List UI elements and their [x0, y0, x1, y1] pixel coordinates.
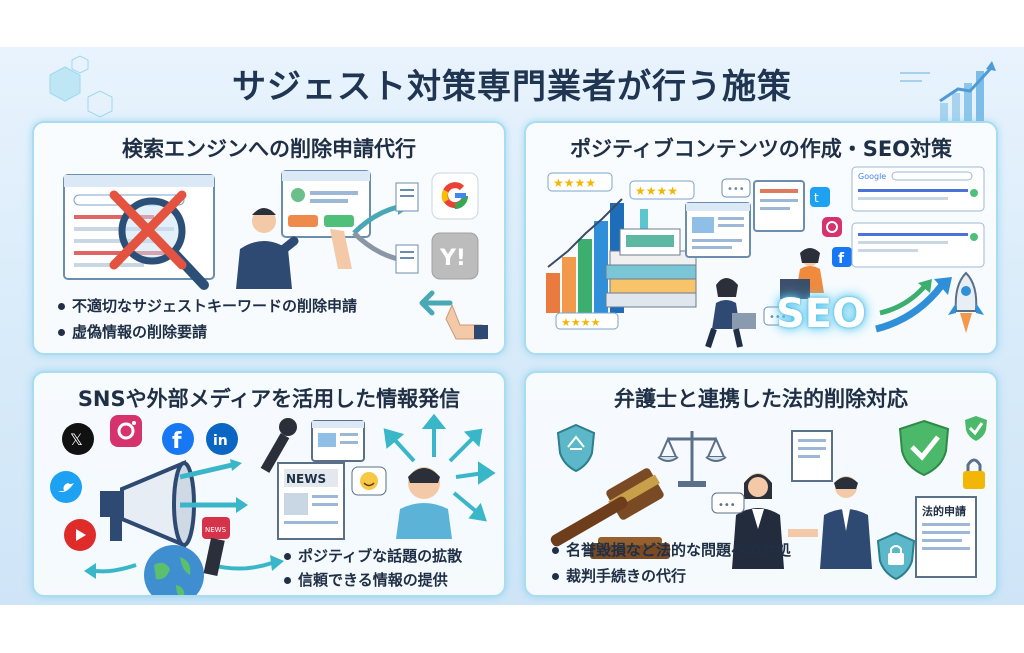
bullet-text: 名誉毀損など法的な問題への対処: [566, 541, 792, 559]
svg-text:Y!: Y!: [439, 246, 466, 271]
lawyers-icon: [732, 473, 872, 569]
linkedin-icon: in: [206, 423, 238, 455]
rocket-icon: [948, 271, 984, 333]
check-shield-icon: [898, 419, 950, 477]
pointing-hand-icon: [419, 290, 488, 340]
panel-title: SNSや外部メディアを活用した情報発信: [77, 387, 461, 411]
bullet-item: 裁判手続きの代行: [552, 565, 686, 586]
panel-legal-removal: 弁護士と連携した法的削除対応: [524, 371, 998, 597]
bullet-text: 裁判手続きの代行: [566, 567, 687, 585]
svg-text:•••: •••: [769, 312, 787, 323]
microphone-icon: NEWS: [202, 517, 230, 576]
svg-text:t: t: [814, 191, 819, 205]
hexagon-decor-icon: [49, 55, 113, 118]
webpage-icon: [753, 180, 805, 232]
bullet-item: 不適切なサジェストキーワードの削除申請: [58, 295, 357, 316]
webpage-icon: [311, 420, 365, 462]
bullet-item: 虚偽情報の削除要請: [58, 321, 207, 342]
lock-icon: [963, 458, 985, 489]
person-laptop-icon: [780, 248, 824, 299]
svg-text:★★★★: ★★★★: [561, 316, 601, 329]
magnifier-icon: [109, 190, 209, 290]
panel-positive-content: ポジティブコンテンツの作成・SEO対策 ★★★★ ★★★★: [524, 121, 998, 355]
facebook-icon: f: [162, 423, 194, 455]
youtube-icon: [64, 519, 96, 551]
seo-text: SEO: [776, 291, 867, 337]
shield-icon: [556, 423, 596, 473]
svg-text:NEWS: NEWS: [205, 526, 227, 534]
svg-text:★★★★: ★★★★: [635, 184, 678, 198]
x-icon: 𝕏: [62, 423, 94, 455]
growth-arrow-icon: [875, 277, 952, 333]
document-icon: [395, 182, 419, 274]
broadcast-arrows-icon: [179, 459, 248, 513]
gavel-icon: [550, 468, 670, 559]
instagram-icon: [822, 217, 842, 237]
bullet-text: 信頼できる情報の提供: [298, 571, 448, 589]
svg-text:f: f: [838, 251, 845, 267]
google-logo-text: Google: [858, 172, 886, 181]
x-icon-label: 𝕏: [70, 430, 83, 449]
microphone-icon: [260, 418, 297, 473]
growth-chart-decor-icon: [900, 61, 996, 123]
page-title: サジェスト対策専門業者が行う施策: [232, 67, 792, 107]
instagram-icon: [110, 415, 142, 447]
bullet-text: 虚偽情報の削除要請: [72, 323, 208, 341]
panel-title: 検索エンジンへの削除申請代行: [122, 137, 416, 161]
svg-text:★★★★: ★★★★: [553, 176, 596, 190]
person-laptop-icon: [705, 278, 756, 348]
twitter-icon: [50, 471, 82, 503]
svg-text:•••: •••: [718, 500, 736, 511]
presenter-icon: [396, 467, 452, 539]
panel-sns-media: SNSや外部メディアを活用した情報発信 𝕏 f in: [32, 371, 506, 597]
bullet-item: 名誉毀損など法的な問題への対処: [552, 539, 791, 560]
legal-document-label: 法的申請: [922, 504, 966, 518]
documents-stack-icon: [605, 228, 697, 308]
panel-removal-request: 検索エンジンへの削除申請代行: [32, 121, 506, 355]
google-serp-icon: Google: [851, 166, 985, 268]
facebook-icon-label: f: [172, 429, 182, 454]
chat-bubble-icon: •••: [763, 306, 793, 326]
globe-icon: [144, 545, 204, 595]
rating-stars-icon: ★★★★: [547, 172, 613, 192]
bullet-item: 信頼できる情報の提供: [284, 569, 448, 590]
legal-document-icon: 法的申請: [915, 496, 977, 578]
lock-shield-icon: [876, 531, 916, 581]
operator-icon: [236, 170, 371, 289]
chat-bubble-icon: •••: [711, 492, 745, 514]
rating-stars-icon: ★★★★: [629, 180, 695, 200]
infographic: サジェスト対策専門業者が行う施策 検索エンジンへの削除申請代行: [0, 47, 1024, 605]
svg-text:•••: •••: [727, 184, 745, 195]
document-icon: [791, 430, 833, 482]
rating-stars-icon: ★★★★: [555, 312, 619, 330]
newspaper-headline: NEWS: [286, 472, 326, 486]
bullet-text: 不適切なサジェストキーワードの削除申請: [72, 297, 358, 315]
yahoo-icon: Y!: [431, 232, 479, 280]
spread-arrows-icon: [383, 413, 496, 522]
linkedin-icon-label: in: [213, 433, 228, 449]
scales-icon: [657, 431, 727, 487]
facebook-icon: f: [832, 247, 852, 267]
webpage-icon: [685, 202, 751, 258]
chat-bubble-icon: •••: [721, 178, 751, 198]
panel-title: ポジティブコンテンツの作成・SEO対策: [569, 137, 953, 161]
bullet-text: ポジティブな話題の拡散: [298, 547, 463, 565]
check-shield-icon: [965, 416, 987, 441]
emoji-bubble-icon: [351, 466, 387, 496]
google-icon: [431, 172, 479, 220]
panel-title: 弁護士と連携した法的削除対応: [614, 387, 908, 411]
newspaper-icon: NEWS: [277, 462, 345, 540]
twitter-icon: t: [810, 187, 830, 207]
bullet-item: ポジティブな話題の拡散: [284, 545, 462, 566]
